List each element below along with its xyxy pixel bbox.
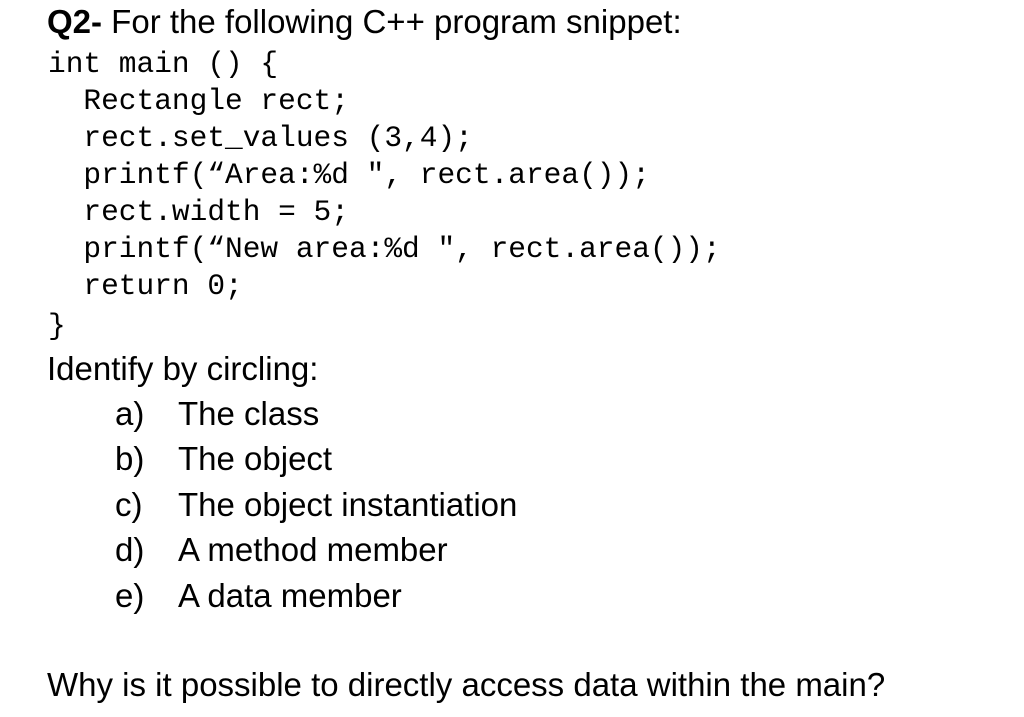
- option-text: The object instantiation: [178, 486, 518, 523]
- code-line: int main () {: [48, 47, 279, 81]
- list-item: b) The object: [115, 442, 332, 475]
- option-label: c): [115, 486, 143, 523]
- question-prompt: For the following C++ program snippet:: [102, 3, 682, 40]
- option-text: A data member: [178, 577, 402, 614]
- option-text: The class: [178, 395, 320, 432]
- code-line: return 0;: [48, 269, 243, 303]
- question-number: Q2-: [47, 3, 103, 40]
- code-line: }: [48, 309, 66, 343]
- question-heading: Q2- For the following C++ program snippe…: [47, 5, 682, 38]
- followup-question: Why is it possible to directly access da…: [47, 666, 886, 703]
- list-item: d) A method member: [115, 533, 448, 566]
- code-line: rect.set_values (3,4);: [48, 121, 473, 155]
- option-text: A method member: [178, 531, 448, 568]
- instruction: Identify by circling:: [47, 350, 319, 387]
- list-item: c) The object instantiation: [115, 488, 517, 521]
- code-line: Rectangle rect;: [48, 84, 349, 118]
- code-line: printf(“Area:%d ", rect.area());: [48, 158, 650, 192]
- code-line: printf(“New area:%d ", rect.area());: [48, 232, 721, 266]
- list-item: a) The class: [115, 397, 319, 430]
- option-text: The object: [178, 440, 333, 477]
- option-label: e): [115, 577, 145, 614]
- code-line: rect.width = 5;: [48, 195, 349, 229]
- option-label: d): [115, 531, 145, 568]
- option-label: a): [115, 395, 145, 432]
- list-item: e) A data member: [115, 579, 402, 612]
- option-label: b): [115, 440, 145, 477]
